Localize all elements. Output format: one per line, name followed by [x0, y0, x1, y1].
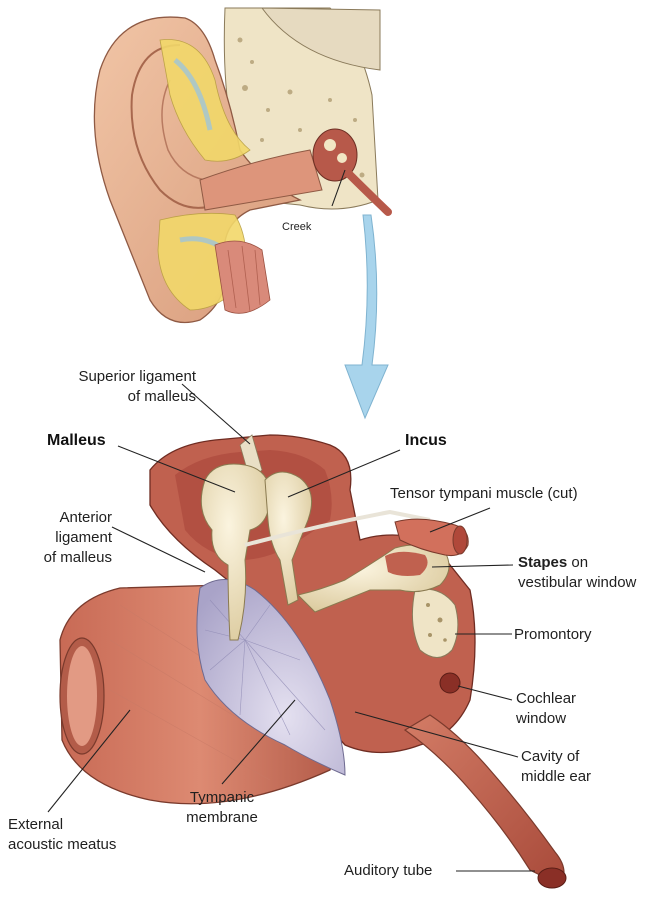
stapes-label-rest: on [567, 554, 588, 571]
tensor-tympani-label: Tensor tympani muscle (cut) [390, 484, 578, 504]
stapes-label-bold: Stapes [518, 554, 567, 571]
tympanic-membrane-label-line1: Tympanic [170, 788, 274, 808]
cochlear-window-shape [440, 673, 460, 693]
auditory-tube-label: Auditory tube [344, 861, 432, 881]
stapes-label: Stapes on vestibular window [518, 553, 636, 593]
incus-label: Incus [405, 431, 447, 451]
zoom-arrow [345, 215, 388, 418]
outer-ear-overview [94, 8, 388, 323]
superior-ligament-label-line1: Superior ligament [60, 367, 196, 387]
promontory-label: Promontory [514, 625, 592, 645]
anterior-ligament-label-line1: Anterior [20, 508, 112, 528]
creek-label: Creek [282, 217, 311, 237]
anterior-ligament-label-line2: ligament [20, 528, 112, 548]
auditory-tube-shape [405, 715, 564, 885]
external-meatus-label-line2: acoustic meatus [8, 835, 116, 855]
cavity-label-line2: middle ear [521, 767, 591, 787]
superior-ligament-label: Superior ligament of malleus [60, 367, 196, 407]
cochlear-window-label-line1: Cochlear [516, 689, 576, 709]
malleus-label: Malleus [47, 431, 106, 451]
anterior-ligament-label-line3: of malleus [20, 548, 112, 568]
anterior-ligament-label: Anterior ligament of malleus [20, 508, 112, 568]
vestibular-window-label: vestibular window [518, 573, 636, 593]
cavity-label-line1: Cavity of [521, 747, 591, 767]
cavity-label: Cavity of middle ear [521, 747, 591, 787]
superior-ligament-label-line2: of malleus [60, 387, 196, 407]
tympanic-membrane-label-line2: membrane [170, 808, 274, 828]
external-meatus-label-line1: External [8, 815, 116, 835]
external-meatus-label: External acoustic meatus [8, 815, 116, 855]
cochlear-window-label: Cochlear window [516, 689, 576, 729]
cochlear-window-label-line2: window [516, 709, 576, 729]
tympanic-membrane-label: Tympanic membrane [170, 788, 274, 828]
